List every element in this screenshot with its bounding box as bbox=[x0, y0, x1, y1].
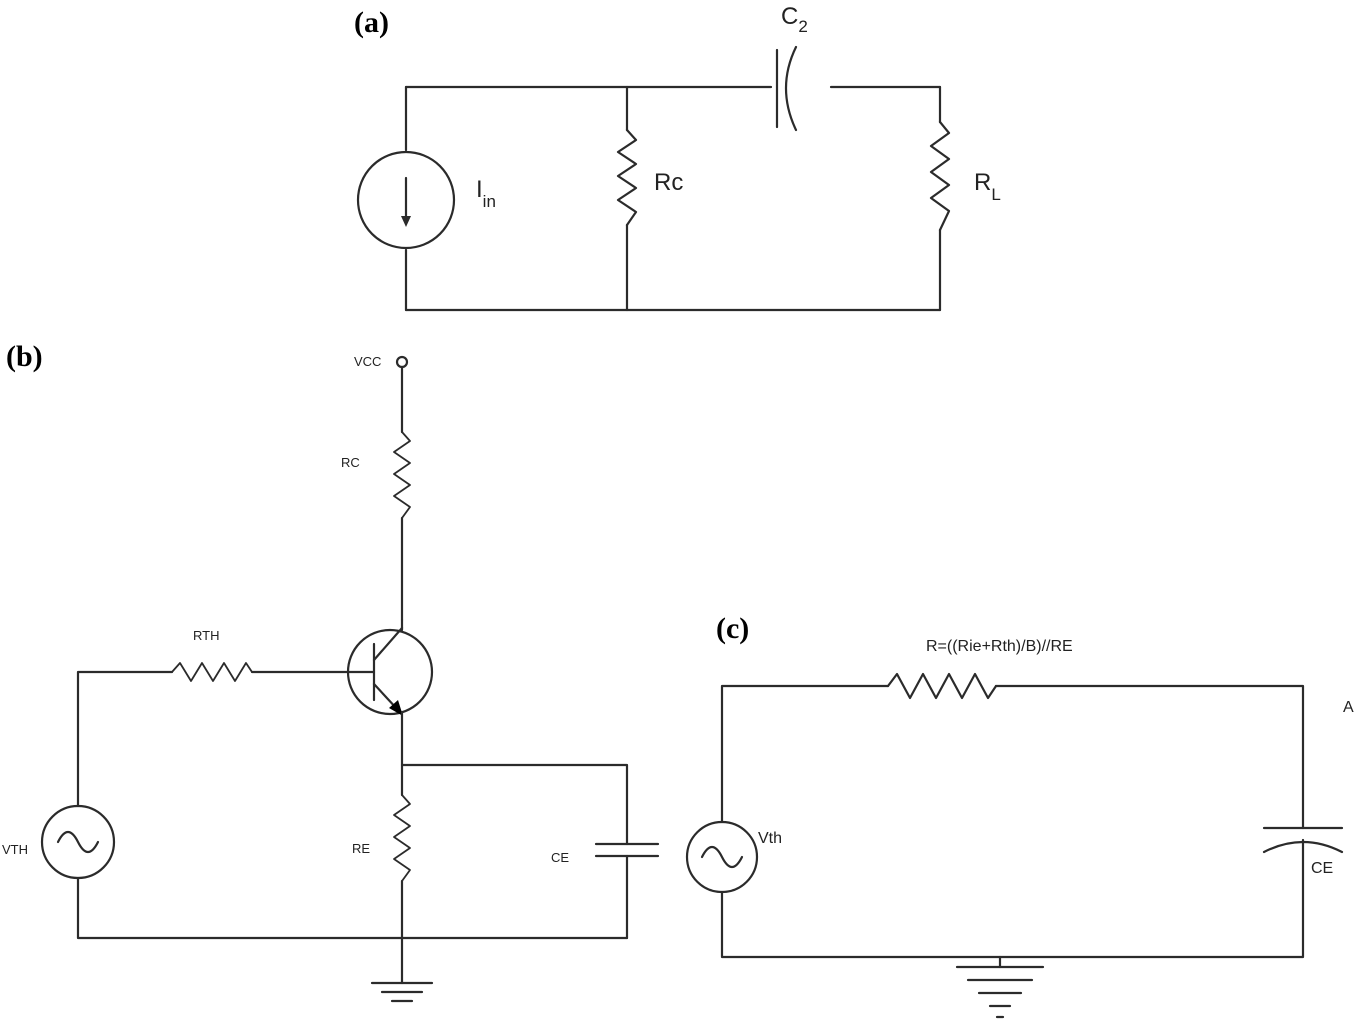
rth-to-vth-wire bbox=[76, 670, 174, 808]
panel-a: (a) Iin Rc C2 RL bbox=[354, 3, 1001, 312]
panel-c-top-wire-left bbox=[720, 684, 890, 824]
ac-wave-icon-c bbox=[700, 845, 744, 869]
ground-icon-c bbox=[955, 955, 1045, 1019]
current-arrow-head-icon bbox=[401, 216, 411, 227]
resistor-formula-label: R=((Rie+Rth)/B)//RE bbox=[926, 638, 1073, 655]
rc-top-label: RC bbox=[341, 455, 360, 470]
rl-resistor-symbol bbox=[929, 120, 951, 232]
vth-bottom-wire bbox=[76, 876, 629, 940]
r-equivalent-resistor-symbol bbox=[886, 672, 998, 700]
node-a-label: A bbox=[1343, 699, 1354, 716]
panel-c-bottom-wire bbox=[720, 838, 1305, 959]
rc-top-resistor-symbol bbox=[393, 431, 411, 519]
emitter-to-ce-wire bbox=[400, 763, 629, 846]
rth-label: RTH bbox=[193, 628, 219, 643]
c2-label: C2 bbox=[781, 3, 808, 36]
transistor-collector-lead bbox=[372, 626, 404, 662]
current-source-circle bbox=[356, 150, 456, 250]
panel-b-label: (b) bbox=[6, 340, 43, 373]
re-resistor-symbol bbox=[393, 794, 411, 882]
panel-a-label: (a) bbox=[354, 6, 389, 39]
vcc-terminal-icon bbox=[395, 355, 409, 369]
rc-label: Rc bbox=[654, 169, 683, 196]
ce-label-c: CE bbox=[1311, 860, 1333, 877]
ce-label-b: CE bbox=[551, 850, 569, 865]
rth-resistor-symbol bbox=[171, 662, 253, 682]
vth-label-c: Vth bbox=[758, 830, 782, 847]
vth-ac-source-symbol-c bbox=[685, 820, 759, 894]
panel-c-label: (c) bbox=[716, 612, 749, 645]
rl-label: RL bbox=[974, 169, 1001, 204]
vth-ac-source-symbol bbox=[40, 804, 116, 880]
panel-c-top-wire-right bbox=[994, 684, 1305, 830]
panel-c: (c) R=((Rie+Rth)/B)//RE A Vth CE bbox=[685, 612, 1354, 1019]
ground-icon-b bbox=[370, 981, 434, 1003]
current-source-label: Iin bbox=[476, 176, 496, 211]
vcc-label: VCC bbox=[354, 354, 381, 369]
re-label: RE bbox=[352, 841, 370, 856]
current-source-symbol bbox=[356, 150, 456, 250]
emitter-arrow-icon bbox=[389, 700, 403, 716]
rc-resistor-symbol bbox=[616, 128, 638, 227]
panel-b: (b) VCC RC RTH VTH R bbox=[2, 340, 660, 1003]
ac-wave-icon bbox=[56, 830, 100, 854]
vth-label: VTH bbox=[2, 842, 28, 857]
c2-capacitor-symbol bbox=[775, 45, 798, 132]
